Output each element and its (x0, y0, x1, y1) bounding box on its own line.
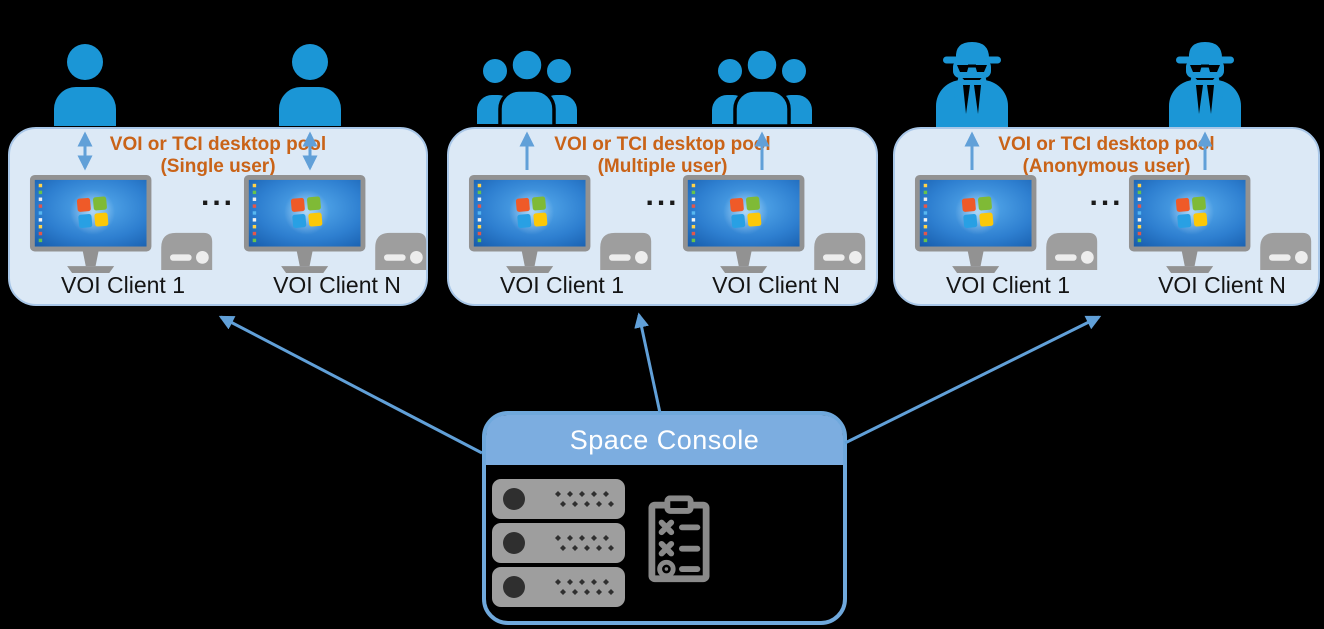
checklist-icon (648, 495, 710, 583)
pool-caption: VOI or TCI desktop pool (Single user) (10, 134, 426, 178)
voi-client: VOI Client N (681, 175, 871, 297)
client-monitor-icon (913, 175, 1103, 273)
client-monitor-icon (1127, 175, 1317, 273)
pool-panel: VOI or TCI desktop pool (Single user) VO… (8, 127, 428, 306)
voi-client: VOI Client N (242, 175, 432, 297)
voi-client: VOI Client N (1127, 175, 1317, 297)
space-console-title: Space Console (569, 424, 760, 455)
anonymous-user-icon (1159, 38, 1251, 128)
pool-caption: VOI or TCI desktop pool (Multiple user) (449, 134, 876, 178)
voi-client-label: VOI Client N (1158, 272, 1286, 298)
desktop-pool-anonymous: VOI or TCI desktop pool (Anonymous user)… (893, 38, 1320, 306)
client-monitor-icon (28, 175, 218, 273)
client-monitor-icon (681, 175, 871, 273)
voi-client-label: VOI Client 1 (500, 272, 624, 298)
voi-client-label: VOI Client N (712, 272, 840, 298)
client-monitor-icon (242, 175, 432, 273)
desktop-pool-single: VOI or TCI desktop pool (Single user) VO… (8, 38, 428, 306)
single-user-icon (274, 42, 346, 126)
voi-client-label: VOI Client 1 (61, 272, 185, 298)
server-unit-icon (492, 479, 625, 519)
pool-caption-line2: (Multiple user) (597, 156, 728, 177)
server-stack-icon (492, 479, 625, 607)
server-unit-icon (492, 567, 625, 607)
ellipsis-separator: ... (645, 179, 680, 212)
console-connection-arrow (218, 315, 483, 455)
pool-caption-line2: (Anonymous user) (1022, 156, 1191, 177)
anonymous-user-icon (926, 38, 1018, 128)
console-connection-arrow (844, 315, 1102, 445)
pool-caption-line2: (Single user) (160, 156, 276, 177)
pool-caption-line1: VOI or TCI desktop pool (109, 134, 327, 155)
pool-caption-line1: VOI or TCI desktop pool (998, 134, 1215, 155)
pool-caption: VOI or TCI desktop pool (Anonymous user) (895, 134, 1318, 178)
space-console: Space Console (482, 411, 847, 625)
ellipsis-separator: ... (200, 179, 236, 212)
pool-caption-line1: VOI or TCI desktop pool (554, 134, 771, 155)
voi-client-label: VOI Client N (273, 272, 401, 298)
ellipsis-separator: ... (1089, 179, 1124, 212)
server-unit-icon (492, 523, 625, 563)
pool-panel: VOI or TCI desktop pool (Multiple user) … (447, 127, 878, 306)
voi-client-label: VOI Client 1 (946, 272, 1070, 298)
voi-client: VOI Client 1 (467, 175, 657, 297)
voi-client: VOI Client 1 (28, 175, 218, 297)
multiple-user-icon (471, 46, 583, 126)
console-connection-arrow (634, 312, 662, 414)
pool-panel: VOI or TCI desktop pool (Anonymous user)… (893, 127, 1320, 306)
single-user-icon (49, 42, 121, 126)
voi-client: VOI Client 1 (913, 175, 1103, 297)
multiple-user-icon (706, 46, 818, 126)
space-console-header: Space Console (486, 415, 843, 465)
client-monitor-icon (467, 175, 657, 273)
desktop-pool-multiple: VOI or TCI desktop pool (Multiple user) … (447, 38, 878, 306)
